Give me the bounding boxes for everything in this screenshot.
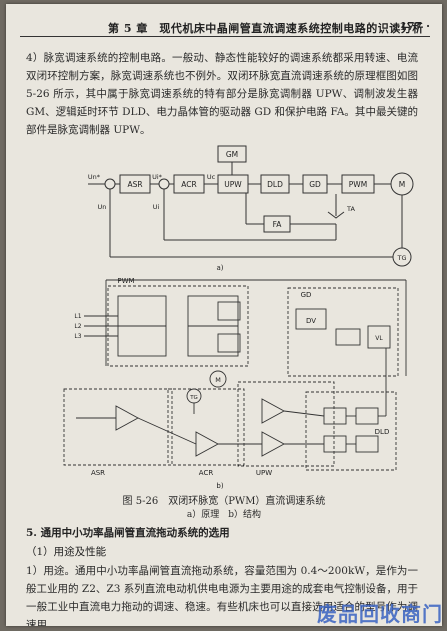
label-b-vl: VL <box>375 335 383 342</box>
signal-ui: Ui <box>153 203 160 211</box>
signal-ui-star: Ui* <box>152 173 163 181</box>
gd-amp-box <box>335 328 361 346</box>
label-b-upw: UPW <box>256 469 272 477</box>
label-ta: TA <box>346 205 355 213</box>
label-b-tg: TG <box>189 395 198 401</box>
label-b-dld: DLD <box>375 428 390 436</box>
opamp-upw-1 <box>261 398 285 424</box>
label-pwm: PWM <box>349 180 367 189</box>
signal-un: Un <box>98 203 107 211</box>
paragraph-usage: 1）用途。通用中小功率晶闸管直流拖动系统，容量范围为 0.4～200kW，是作为… <box>26 565 418 626</box>
label-fa: FA <box>273 220 283 229</box>
watermark-logo: 废品回收商门 <box>317 602 443 626</box>
signal-un-star: Un* <box>88 173 101 181</box>
sublabel-a: a) <box>216 264 223 272</box>
dld-gate-2 <box>323 435 347 453</box>
dld-section <box>305 391 397 471</box>
opamp-acr <box>195 431 219 457</box>
figure-subcaption: a）原理 b）结构 <box>186 510 262 520</box>
label-gm: GM <box>226 150 238 159</box>
label-upw: UPW <box>224 180 242 189</box>
dld-gate-4 <box>355 435 379 453</box>
running-header: 第 5 章 现代机床中晶闸管直流调速系统控制电路的识读分析 · 177 · <box>20 18 430 37</box>
label-b-asr: ASR <box>91 469 105 477</box>
dv-box-1 <box>217 301 241 321</box>
label-b-m: M <box>215 376 221 384</box>
chapter-title: 第 5 章 现代机床中晶闸管直流调速系统控制电路的识读分析 <box>108 22 424 35</box>
label-acr: ACR <box>181 180 196 189</box>
label-b-gd: GD <box>301 291 312 299</box>
gd-driver-section <box>287 287 399 377</box>
diagram-b-circuit-structure: PWM GD DV M TG VL L1 L2 L3 ASR ACR UPW D… <box>63 277 407 490</box>
signal-uc: Uc <box>207 173 216 181</box>
page-number: · 177 · <box>391 20 430 33</box>
acr-section <box>167 388 245 466</box>
label-motor: M <box>399 180 405 189</box>
label-b-l1: L1 <box>74 313 81 320</box>
label-asr: ASR <box>127 180 142 189</box>
gd-vl-box <box>367 325 391 349</box>
label-b-l3: L3 <box>74 333 81 340</box>
sublabel-b: b) <box>216 482 223 490</box>
upw-section <box>237 381 335 467</box>
label-gd: GD <box>309 180 321 189</box>
opamp-upw-2 <box>261 431 285 457</box>
section-subheading: （1）用途及性能 <box>26 546 107 558</box>
book-page: 第 5 章 现代机床中晶闸管直流调速系统控制电路的识读分析 · 177 · 4）… <box>6 4 442 626</box>
figure-caption: 图 5-26 双闭环脉宽（PWM）直流调速系统 <box>122 496 326 507</box>
dld-gate-1 <box>323 407 347 425</box>
label-b-pwm: PWM <box>117 277 134 285</box>
paragraph-pwm-control: 4）脉宽调速系统的控制电路。一般动、静态性能较好的调速系统都采用转速、电流双闭环… <box>26 52 418 136</box>
dv-box-2 <box>217 333 241 353</box>
label-b-acr: ACR <box>199 469 214 477</box>
label-dld: DLD <box>267 180 283 189</box>
asr-section <box>63 388 173 466</box>
motor-b <box>209 370 227 388</box>
gd-dv-box <box>295 308 327 330</box>
opamp-asr <box>115 405 139 431</box>
label-b-dv: DV <box>306 317 316 325</box>
dld-gate-3 <box>355 407 379 425</box>
label-tg: TG <box>396 254 406 262</box>
label-b-l2: L2 <box>74 323 81 330</box>
section-heading: 5. 通用中小功率晶闸管直流拖动系统的选用 <box>26 527 230 539</box>
diagram-a-block-schematic: ASR ACR UPW GM DLD GD PWM FA M TG TA Un*… <box>88 145 414 272</box>
